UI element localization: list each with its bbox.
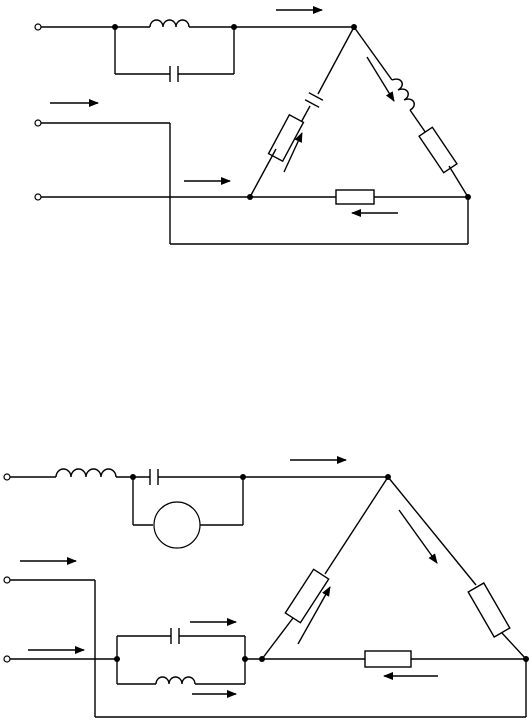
- inductor-bottom-series: [55, 468, 117, 478]
- inductor-bottom-parallel: [155, 676, 196, 685]
- terminal-b-bottom: [3, 576, 11, 584]
- terminal-c-bottom: [3, 655, 11, 663]
- resistor-delta-left: [267, 113, 305, 163]
- capacitor-delta-left: [304, 92, 324, 108]
- current-arrow-delta-left-bottom: [297, 586, 331, 645]
- resistor-delta-right: [418, 126, 458, 174]
- delta-bottom-branch: [250, 189, 468, 217]
- line-a-bottom: [3, 456, 391, 549]
- resistor-delta-right-bottom: [467, 582, 511, 638]
- capacitor-bottom-series: [149, 469, 159, 485]
- inductor-top-series: [149, 19, 190, 28]
- line-c-top: [34, 177, 253, 201]
- inductor-delta-right: [391, 78, 415, 111]
- resistor-delta-bottom-bottom: [364, 650, 412, 668]
- line-b-top: [34, 99, 469, 245]
- delta-bottom-left-branch: [261, 476, 389, 660]
- delta-top-left-branch: [249, 26, 355, 198]
- terminal-a-bottom: [3, 473, 11, 481]
- line-c-bottom: [3, 618, 265, 698]
- circuit-top: [34, 6, 471, 245]
- delta-bottom-bottom-branch: [262, 650, 526, 680]
- resistor-delta-bottom: [335, 189, 375, 205]
- capacitor-bottom-parallel: [170, 628, 180, 644]
- terminal-b-top: [34, 119, 42, 127]
- delta-top-right-branch: [353, 26, 471, 200]
- terminal-c-top: [34, 193, 42, 201]
- capacitor-top-parallel: [169, 66, 179, 82]
- terminal-a-top: [34, 23, 42, 31]
- source-circle-bottom: [153, 501, 201, 549]
- line-a-top: [34, 6, 357, 82]
- current-arrow-delta-left: [283, 132, 303, 173]
- resistor-delta-left-bottom: [284, 568, 330, 624]
- current-arrow-delta-right-bottom: [398, 509, 438, 564]
- circuit-bottom: [3, 456, 529, 718]
- line-b-bottom: [3, 557, 527, 718]
- current-arrow-delta-right: [366, 56, 395, 102]
- delta-bottom-right-branch: [387, 476, 529, 662]
